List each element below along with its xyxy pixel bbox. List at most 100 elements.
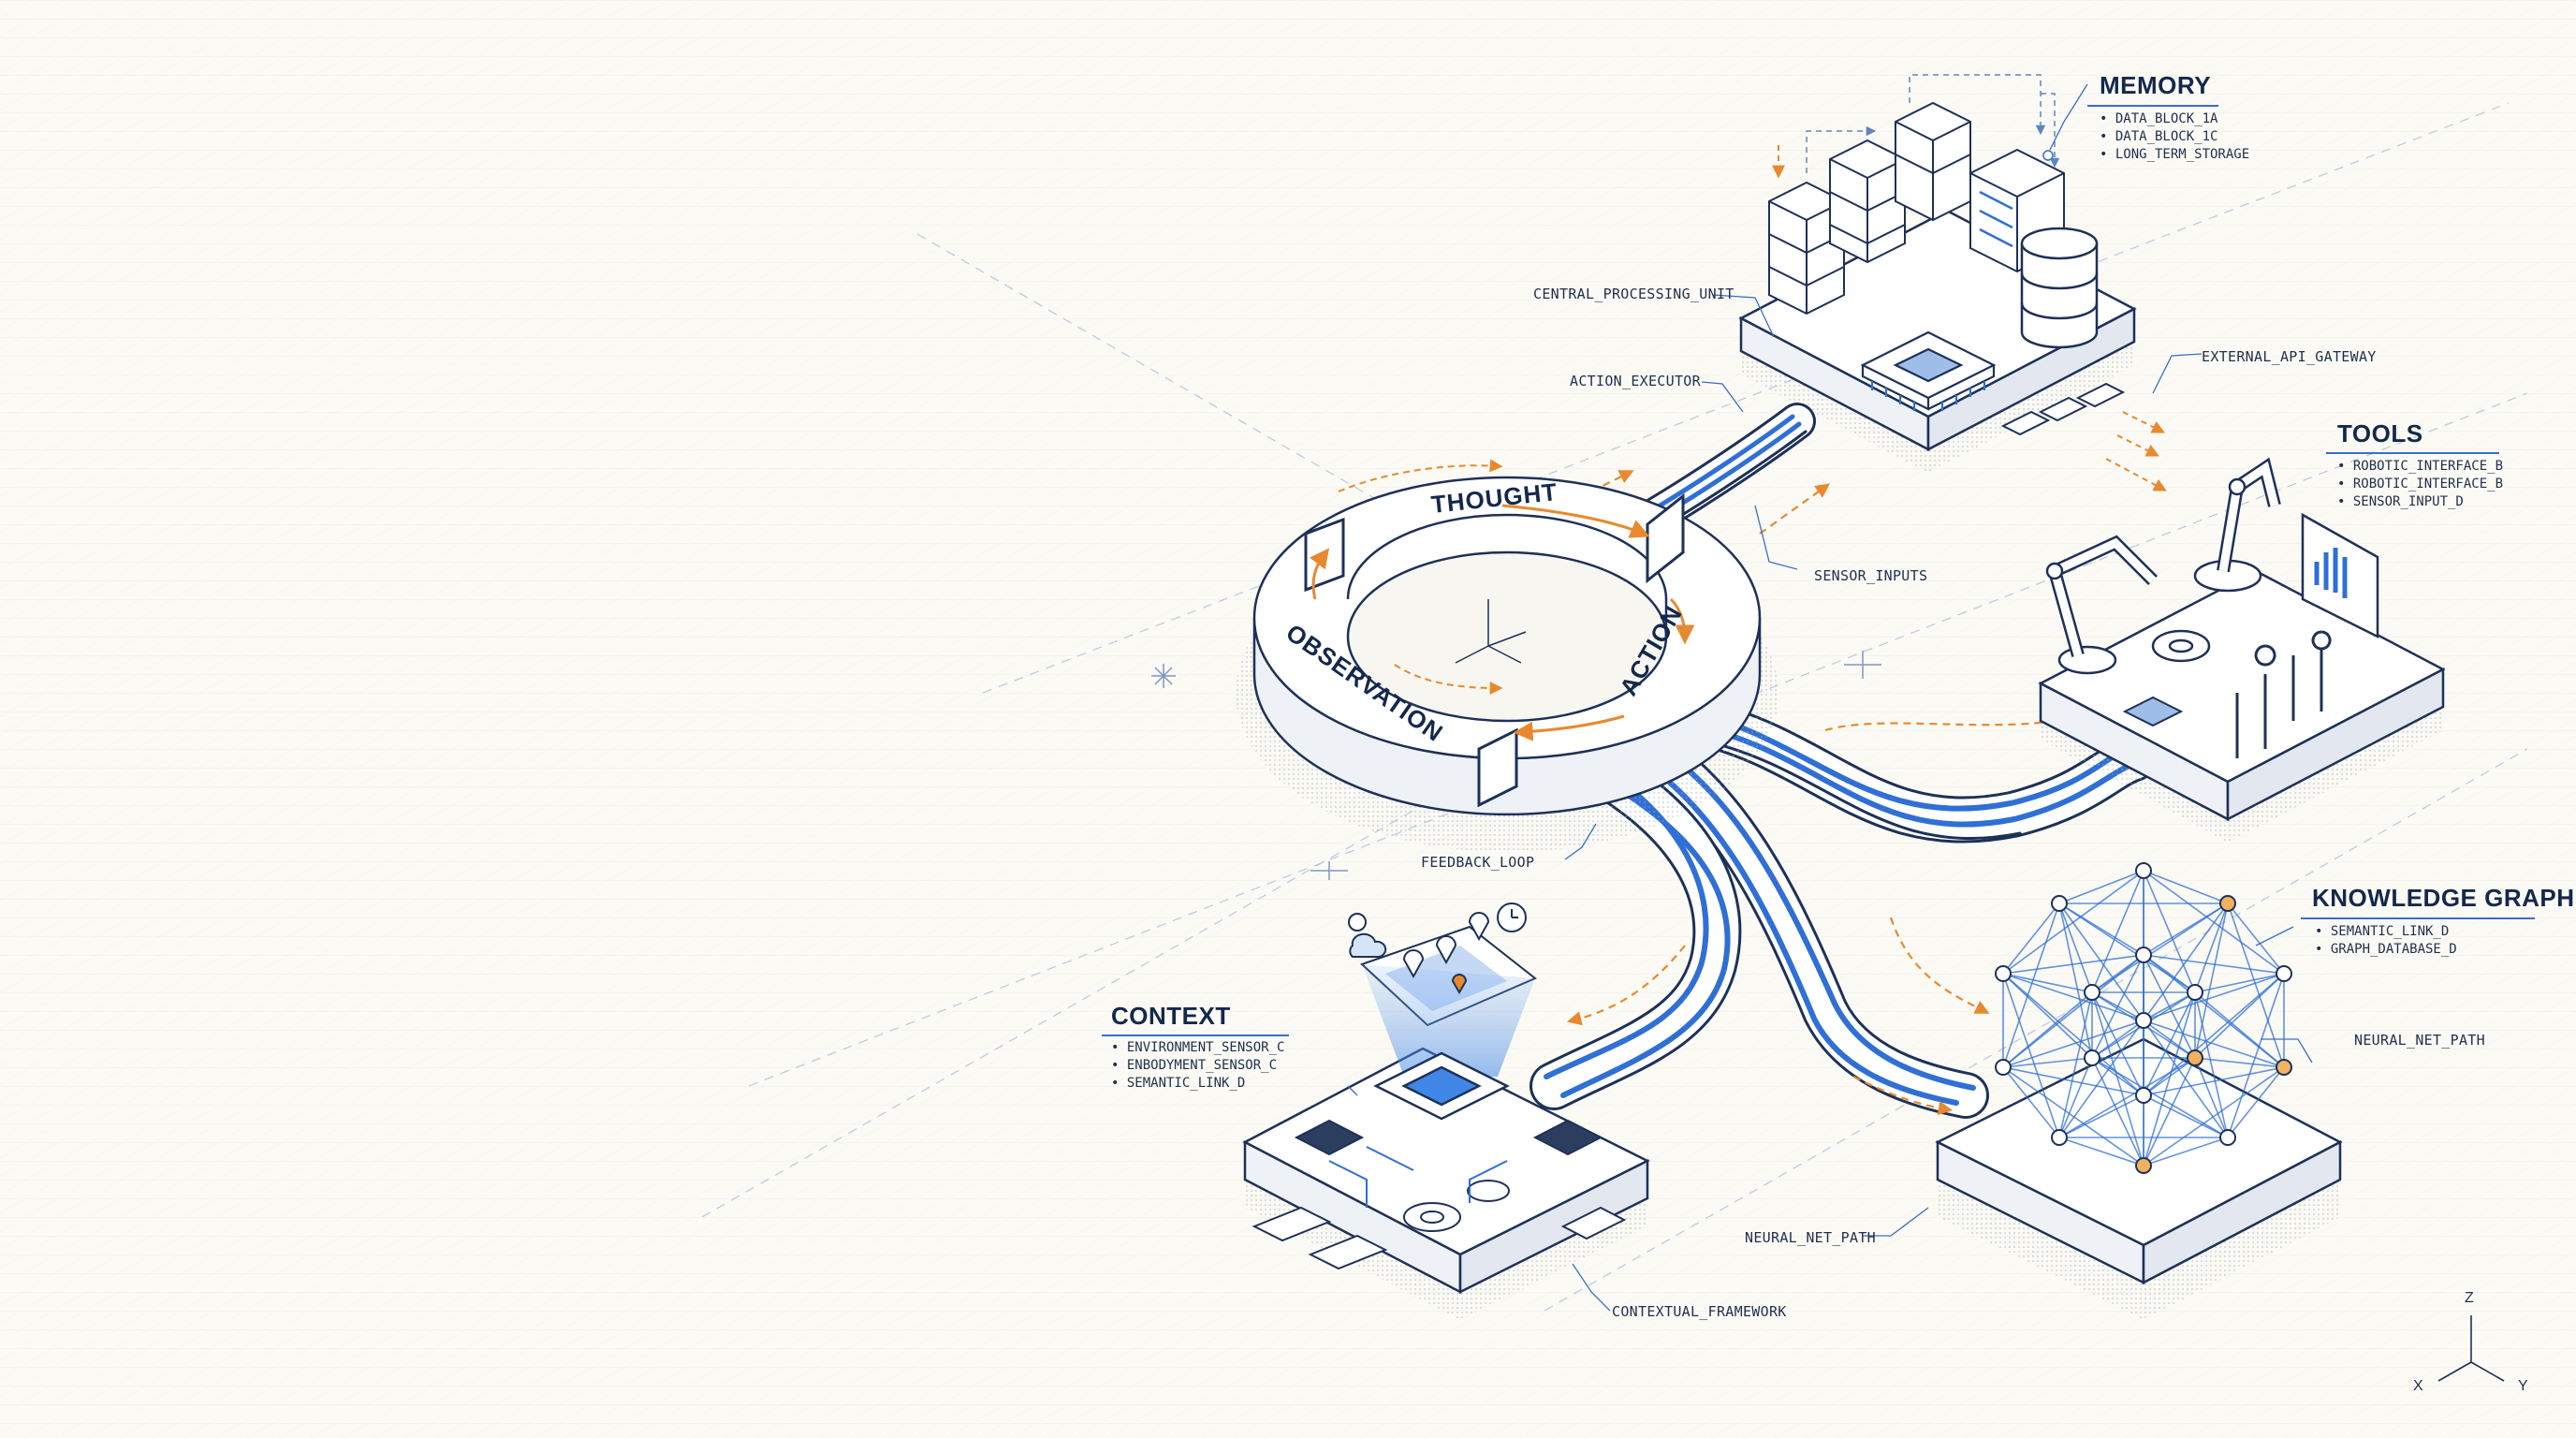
graph-edge bbox=[2002, 973, 2093, 993]
graph-edge bbox=[2143, 870, 2196, 993]
graph-edge bbox=[2091, 870, 2144, 993]
knowledge-graph-list: SEMANTIC_LINK_D GRAPH_DATABASE_D bbox=[2315, 923, 2457, 959]
tools-list: ROBOTIC_INTERFACE_B ROBOTIC_INTERFACE_B … bbox=[2337, 458, 2503, 511]
graph-edge bbox=[2143, 991, 2196, 1167]
graph-edge bbox=[2194, 1057, 2229, 1138]
graph-node bbox=[2051, 1129, 2068, 1146]
context-list: ENVIRONMENT_SENSOR_C ENBODYMENT_SENSOR_C… bbox=[1111, 1039, 1285, 1093]
context-title: CONTEXT bbox=[1111, 1002, 1231, 1030]
axis-z-label: Z bbox=[2465, 1290, 2474, 1306]
graph-edge bbox=[2143, 902, 2229, 1021]
memory-title: MEMORY bbox=[2100, 71, 2212, 99]
graph-edge bbox=[2143, 1094, 2229, 1138]
crosshair-icons bbox=[1151, 651, 1881, 880]
context-title-underline bbox=[1102, 1034, 1289, 1036]
graph-edge bbox=[2143, 991, 2196, 1096]
graph-edge bbox=[2143, 1057, 2196, 1096]
memory-module bbox=[1738, 74, 2167, 492]
graph-edge bbox=[2002, 954, 2144, 1068]
graph-edge bbox=[2143, 1057, 2196, 1167]
tools-title-underline bbox=[2326, 452, 2499, 454]
contextual-framework-label: CONTEXTUAL_FRAMEWORK bbox=[1612, 1303, 1787, 1320]
graph-edge bbox=[2143, 991, 2196, 1021]
graph-edge bbox=[2002, 902, 2060, 975]
graph-edge bbox=[2058, 902, 2144, 1021]
graph-edge bbox=[2143, 1020, 2196, 1059]
graph-edge bbox=[2194, 973, 2285, 993]
knowledge-graph-module bbox=[1935, 862, 2343, 1320]
memory-title-underline bbox=[2087, 105, 2218, 107]
graph-node bbox=[2219, 1129, 2236, 1146]
graph-edge bbox=[2002, 991, 2093, 1068]
api-gateway-label: EXTERNAL_API_GATEWAY bbox=[2202, 348, 2377, 365]
graph-edge bbox=[2194, 902, 2229, 1059]
graph-edge bbox=[2058, 991, 2093, 1138]
axis-gizmo bbox=[2437, 1315, 2505, 1382]
tools-module bbox=[2038, 457, 2446, 843]
sensor-inputs-label: SENSOR_INPUTS bbox=[1814, 567, 1928, 584]
graph-node bbox=[2187, 1049, 2203, 1066]
neural-net-path-label-lower: NEURAL_NET_PATH bbox=[1745, 1229, 1876, 1246]
graph-edge bbox=[2143, 1066, 2285, 1096]
list-item: SEMANTIC_LINK_D bbox=[1111, 1075, 1284, 1093]
list-item: ROBOTIC_INTERFACE_B bbox=[2337, 476, 2503, 493]
list-item: ENBODYMENT_SENSOR_C bbox=[1111, 1057, 1284, 1075]
graph-node bbox=[2084, 1049, 2100, 1066]
graph-edge bbox=[2194, 991, 2229, 1138]
axis-y-label: Y bbox=[2518, 1378, 2528, 1394]
cable-knowledge bbox=[1624, 726, 1989, 1119]
graph-node bbox=[2135, 946, 2152, 963]
graph-node bbox=[2135, 1012, 2152, 1029]
list-item: ROBOTIC_INTERFACE_B bbox=[2337, 458, 2503, 476]
graph-edge bbox=[2091, 1057, 2229, 1138]
graph-edge bbox=[2058, 870, 2144, 904]
graph-edge bbox=[2002, 954, 2144, 975]
graph-edge bbox=[2058, 1094, 2144, 1138]
graph-edge bbox=[2002, 1066, 2060, 1138]
graph-node bbox=[2135, 862, 2152, 879]
cpu-label: CENTRAL_PROCESSING_UNIT bbox=[1533, 286, 1734, 302]
graph-node bbox=[2219, 895, 2236, 912]
graph-edge bbox=[2143, 954, 2196, 993]
graph-edge bbox=[2091, 991, 2144, 1167]
graph-node bbox=[2135, 1087, 2152, 1104]
graph-edge bbox=[2002, 1066, 2144, 1096]
action-executor-label: ACTION_EXECUTOR bbox=[1570, 373, 1701, 389]
feedback-loop-label: FEEDBACK_LOOP bbox=[1421, 854, 1535, 871]
memory-list: DATA_BLOCK_1A DATA_BLOCK_1C LONG_TERM_ST… bbox=[2100, 110, 2249, 164]
cable-context bbox=[1530, 753, 1742, 1110]
reasoning-loop: THOUGHT ACTION OBSERVATION bbox=[1236, 459, 1778, 852]
graph-node bbox=[2135, 1157, 2152, 1174]
graph-node bbox=[2084, 984, 2100, 1001]
list-item: DATA_BLOCK_1A bbox=[2100, 110, 2249, 128]
neural-net-path-label: NEURAL_NET_PATH bbox=[2354, 1032, 2485, 1049]
graph-node bbox=[1995, 1059, 2012, 1076]
list-item: SEMANTIC_LINK_D bbox=[2315, 923, 2457, 941]
graph-edge bbox=[2143, 1066, 2285, 1167]
graph-edge bbox=[2002, 1066, 2144, 1167]
graph-edge bbox=[2058, 902, 2093, 1059]
graph-edge bbox=[2002, 973, 2093, 1059]
graph-edge bbox=[2143, 870, 2229, 904]
graph-edge bbox=[2091, 954, 2144, 993]
graph-edge bbox=[2227, 973, 2285, 1138]
graph-edge bbox=[2143, 954, 2285, 975]
graph-edge bbox=[2194, 991, 2285, 1068]
list-item: ENVIRONMENT_SENSOR_C bbox=[1111, 1039, 1285, 1057]
graph-node bbox=[2187, 984, 2203, 1001]
graph-edge bbox=[2091, 991, 2144, 1096]
graph-node bbox=[1995, 965, 2012, 982]
graph-edge bbox=[2091, 1020, 2144, 1059]
graph-edge bbox=[2058, 1057, 2196, 1138]
graph-edge bbox=[2227, 1066, 2285, 1138]
graph-edge bbox=[2091, 1057, 2144, 1096]
graph-edge bbox=[2002, 973, 2144, 1021]
knowledge-graph-title: KNOWLEDGE GRAPH bbox=[2312, 884, 2575, 912]
list-item: LONG_TERM_STORAGE bbox=[2100, 146, 2249, 164]
graph-edge bbox=[2143, 1137, 2229, 1167]
graph-node bbox=[2051, 895, 2068, 912]
leader-lines bbox=[1347, 83, 2313, 1312]
graph-edge bbox=[2002, 973, 2060, 1138]
graph-edge bbox=[2091, 1057, 2144, 1167]
